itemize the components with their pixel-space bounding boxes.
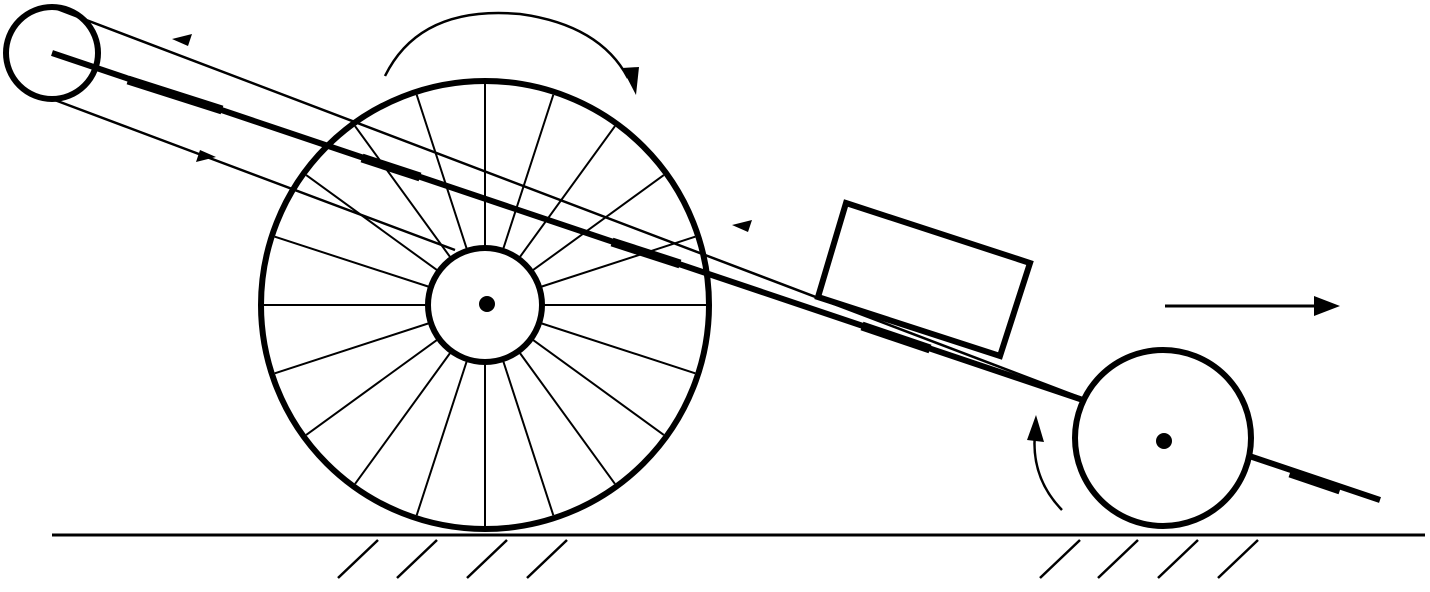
belt-arrow-lower xyxy=(196,150,216,162)
conveyor-belt xyxy=(51,5,1101,407)
large-spoked-wheel xyxy=(258,78,712,532)
wheel-spoke xyxy=(354,125,453,260)
large-wheel-axle xyxy=(479,296,495,312)
ground-hatching xyxy=(337,539,1259,579)
wheel-spoke xyxy=(517,125,616,260)
wheel-spoke xyxy=(415,358,469,516)
wheel-spoke xyxy=(517,350,616,485)
wheel-spoke xyxy=(305,174,440,273)
wheel-spoke xyxy=(274,321,432,375)
box-on-belt xyxy=(814,199,1034,360)
wheel-spokes xyxy=(264,84,706,526)
wheel-spoke xyxy=(415,94,469,252)
wheel-spoke xyxy=(501,358,555,516)
wheel-spoke xyxy=(354,350,453,485)
wheel-spoke xyxy=(274,235,432,289)
belt-arrow-upper-left xyxy=(172,34,192,46)
wheel-spoke xyxy=(530,174,665,273)
motion-arrowhead-right xyxy=(1314,296,1340,316)
wheel-spoke xyxy=(530,337,665,436)
wheel-spoke xyxy=(538,321,696,375)
wheel-spoke xyxy=(501,94,555,252)
belt-arrow-upper-right xyxy=(732,220,752,232)
small-wheel-axle xyxy=(1156,433,1172,449)
rotation-arrowhead-large-wheel xyxy=(622,67,639,95)
frame-bar-reinforcements xyxy=(126,75,1342,495)
large-wheel-rim xyxy=(258,78,712,532)
belt-direction-arrows xyxy=(172,34,752,232)
rotation-arrow-large-wheel xyxy=(383,11,630,79)
wheel-spoke xyxy=(305,337,440,436)
rotation-arrowhead-small-wheel xyxy=(1027,415,1044,442)
wheel-spoke xyxy=(538,235,696,289)
